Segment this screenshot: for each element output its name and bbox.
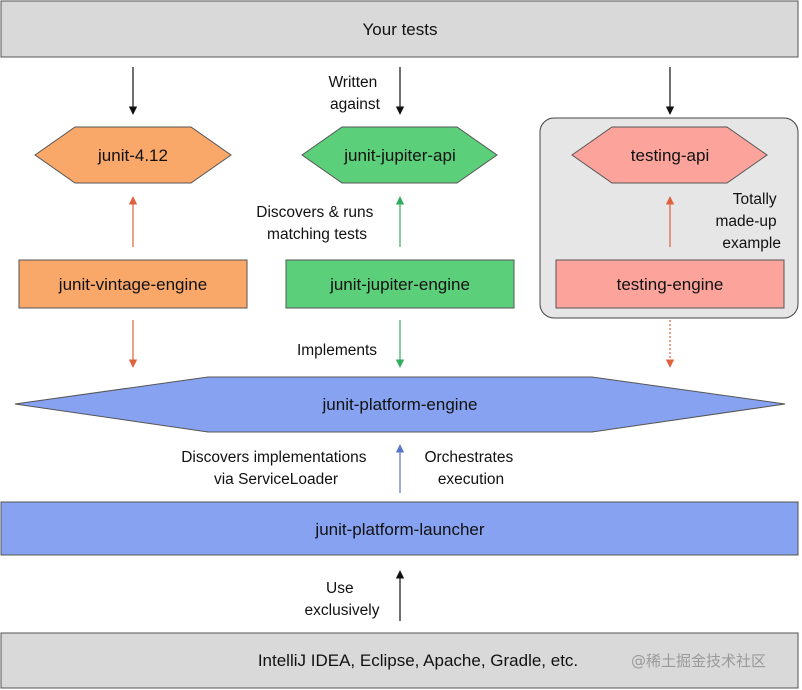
junit-4-12-hexagon: junit-4.12 — [34, 126, 232, 184]
junit-jupiter-api-label: junit-jupiter-api — [343, 146, 456, 165]
testing-api-hexagon: testing-api — [571, 126, 768, 184]
your-tests-bar: Your tests — [0, 0, 799, 58]
testing-engine-box: testing-engine — [555, 259, 785, 309]
testing-api-label: testing-api — [631, 146, 709, 165]
junit-platform-engine-label: junit-platform-engine — [322, 395, 478, 414]
annotation-written-against: Written against — [328, 74, 381, 113]
junit-vintage-engine-label: junit-vintage-engine — [58, 275, 207, 294]
annotation-discovers-implementations: Discovers implementations via ServiceLoa… — [181, 449, 371, 488]
testing-engine-label: testing-engine — [617, 275, 724, 294]
watermark: @稀土掘金技术社区 — [631, 652, 766, 670]
junit-jupiter-api-hexagon: junit-jupiter-api — [301, 126, 498, 184]
ide-tools-label: IntelliJ IDEA, Eclipse, Apache, Gradle, … — [258, 651, 578, 670]
junit-platform-engine-hexagon: junit-platform-engine — [14, 376, 786, 433]
junit-platform-launcher-label: junit-platform-launcher — [314, 520, 484, 539]
junit-4-12-label: junit-4.12 — [97, 146, 168, 165]
annotation-implements: Implements — [297, 342, 377, 359]
junit-jupiter-engine-label: junit-jupiter-engine — [329, 275, 470, 294]
your-tests-label: Your tests — [363, 20, 438, 39]
junit-platform-launcher-bar: junit-platform-launcher — [0, 501, 799, 556]
annotation-totally-made-up: Totally made-up example — [716, 191, 782, 252]
annotation-discovers-runs: Discovers & runs matching tests — [256, 204, 377, 243]
ide-tools-bar: IntelliJ IDEA, Eclipse, Apache, Gradle, … — [0, 632, 799, 689]
junit-jupiter-engine-box: junit-jupiter-engine — [285, 259, 515, 309]
annotation-use-exclusively: Use exclusively — [305, 580, 380, 619]
junit-vintage-engine-box: junit-vintage-engine — [18, 259, 248, 309]
annotation-orchestrates: Orchestrates execution — [424, 449, 517, 488]
